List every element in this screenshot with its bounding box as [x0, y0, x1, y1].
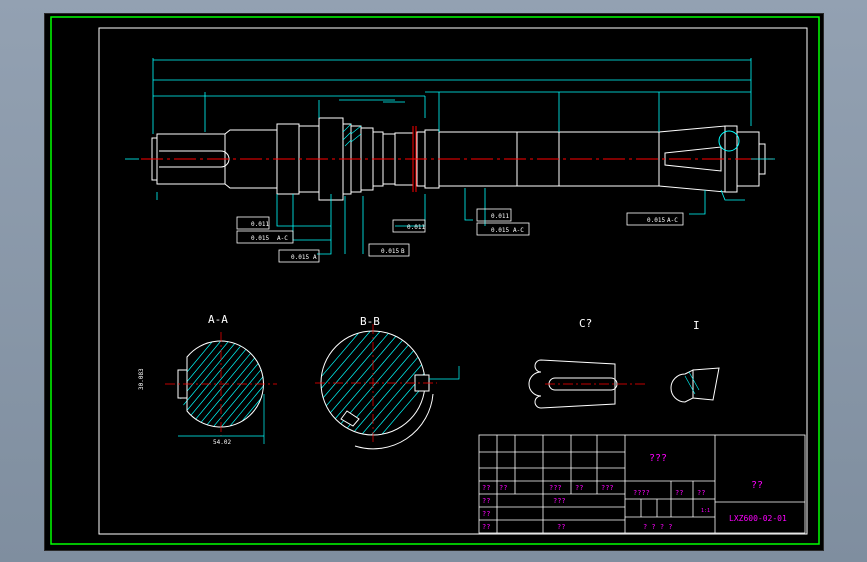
tol-frame-2: [236, 230, 294, 244]
title-block-texts: ??? ?? LXZ600-02-01 ???? ? ? ? ? ?? ?? 1…: [482, 453, 787, 531]
svg-text:??: ??: [482, 484, 490, 492]
section-aa-label: A-A: [208, 313, 228, 326]
svg-text:1:1: 1:1: [701, 508, 710, 514]
svg-text:0.015: 0.015: [251, 235, 269, 242]
svg-text:????: ????: [633, 489, 650, 497]
svg-text:??: ??: [482, 497, 490, 505]
material-cell: ??: [751, 480, 763, 491]
svg-text:??: ??: [675, 489, 683, 497]
svg-text:??: ??: [482, 523, 490, 531]
svg-text:? ? ? ?: ? ? ? ?: [643, 523, 673, 531]
svg-text:A-C: A-C: [277, 235, 288, 242]
engineering-drawing: 0.011 0.015 A-C 0.015 A 0.015 B 0.011 0.…: [50, 16, 820, 545]
svg-text:0.011: 0.011: [251, 221, 269, 228]
gdt-texts: 0.011 0.015 A-C 0.015 A 0.015 B 0.011 0.…: [251, 213, 678, 261]
inner-border: [98, 27, 808, 535]
svg-text:A-C: A-C: [513, 227, 524, 234]
svg-text:??: ??: [557, 523, 565, 531]
svg-text:??: ??: [575, 484, 583, 492]
dimension-lines: [125, 58, 775, 255]
svg-text:30.083: 30.083: [138, 368, 145, 390]
svg-text:0.015: 0.015: [647, 217, 665, 224]
title-block: [478, 434, 806, 534]
tol-frame-7: [476, 222, 530, 236]
tol-frame-1: [236, 216, 270, 230]
svg-text:A-C: A-C: [667, 217, 678, 224]
svg-text:0.011: 0.011: [407, 224, 425, 231]
detail-i-label: I: [693, 319, 700, 332]
tol-frame-6: [476, 208, 512, 222]
svg-text:54.02: 54.02: [213, 439, 231, 446]
tol-frame-8: [626, 212, 684, 226]
svg-text:???: ???: [549, 484, 562, 492]
title-cell: ???: [649, 453, 667, 464]
tol-frame-5: [392, 219, 426, 233]
cad-viewport[interactable]: 0.011 0.015 A-C 0.015 A 0.015 B 0.011 0.…: [44, 13, 824, 551]
detail-c-label: C?: [579, 317, 592, 330]
svg-text:???: ???: [601, 484, 614, 492]
svg-text:??: ??: [697, 489, 705, 497]
tol-frame-4: [368, 243, 410, 257]
svg-text:???: ???: [553, 497, 566, 505]
detail-c: C?: [528, 317, 645, 409]
outer-frame: [50, 16, 820, 545]
shaft-local-hatch: [342, 123, 362, 147]
svg-text:??: ??: [499, 484, 507, 492]
tol-frame-3: [278, 249, 320, 263]
svg-text:0.011: 0.011: [491, 213, 509, 220]
drawing-number: LXZ600-02-01: [729, 514, 787, 523]
gdt-frames: [236, 208, 684, 263]
svg-text:B: B: [401, 248, 405, 255]
svg-text:0.015: 0.015: [291, 254, 309, 261]
svg-text:A: A: [313, 254, 317, 261]
svg-text:0.015: 0.015: [381, 248, 399, 255]
detail-i: I: [670, 319, 720, 403]
section-bb: B-B: [315, 315, 460, 450]
svg-text:0.015: 0.015: [491, 227, 509, 234]
section-aa: A-A 54.02 30.083: [138, 313, 277, 446]
svg-text:??: ??: [482, 510, 490, 518]
section-bb-label: B-B: [360, 315, 380, 328]
